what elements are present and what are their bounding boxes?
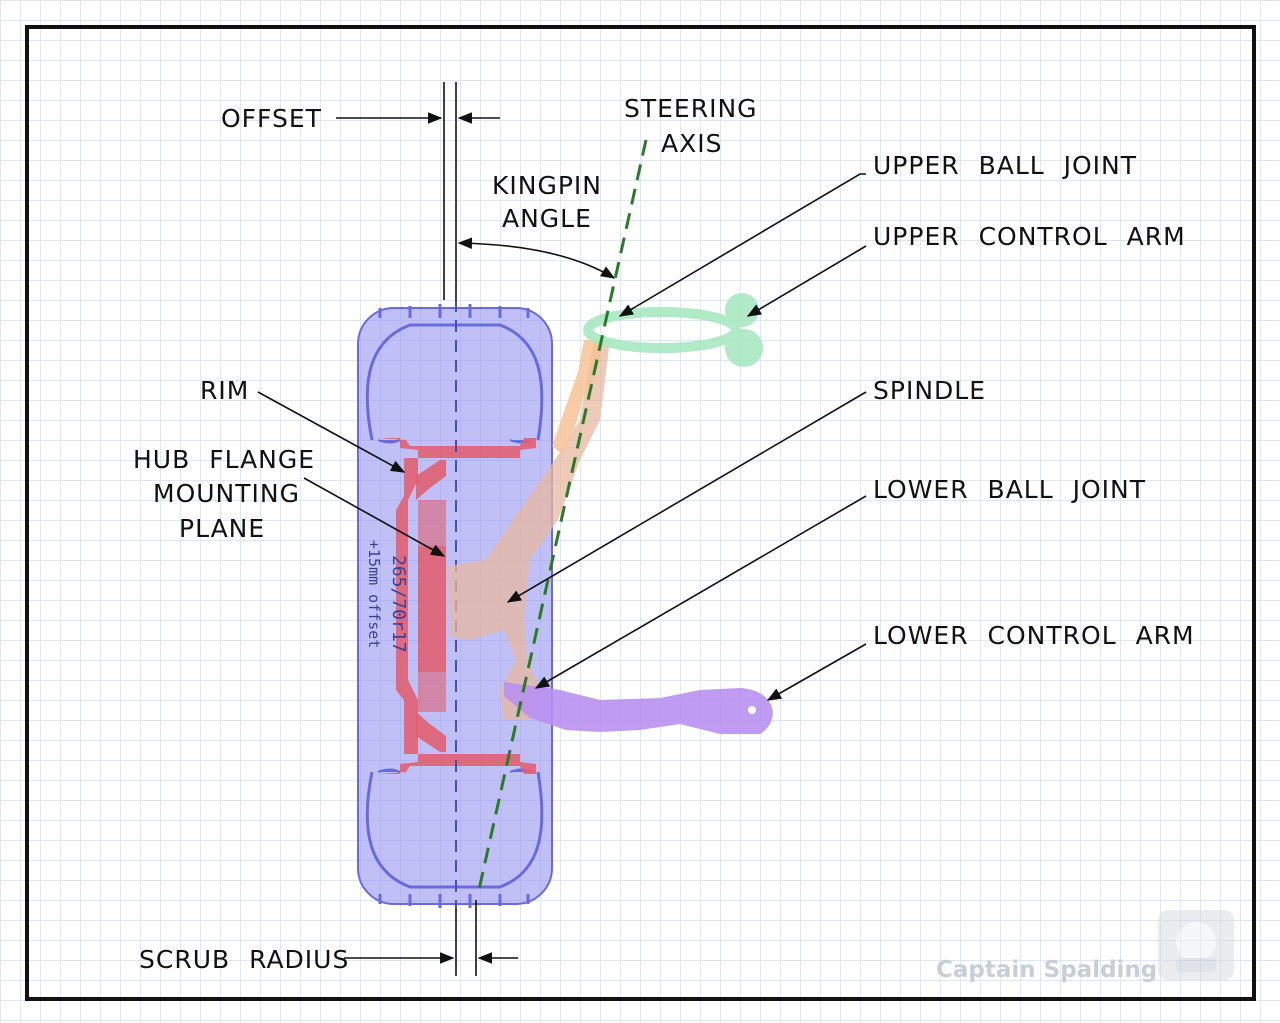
label-plane: PLANE bbox=[179, 514, 265, 543]
label-hub-flange: HUB FLANGE bbox=[133, 445, 315, 474]
label-mounting: MOUNTING bbox=[153, 479, 300, 508]
upper-control-arm bbox=[583, 293, 763, 367]
label-spindle: SPINDLE bbox=[873, 376, 986, 405]
label-axis: AXIS bbox=[661, 129, 722, 158]
arrow-upper-ball-joint bbox=[618, 173, 866, 317]
arrow-hub-flange bbox=[303, 477, 446, 557]
label-angle: ANGLE bbox=[502, 204, 592, 233]
label-upper-ball-joint: UPPER BALL JOINT bbox=[873, 151, 1137, 180]
spindle bbox=[448, 340, 610, 720]
arrow-kingpin-angle bbox=[457, 237, 616, 279]
label-kingpin: KINGPIN bbox=[492, 171, 602, 200]
label-scrub-radius: SCRUB RADIUS bbox=[139, 945, 349, 974]
arrow-lower-ball-joint bbox=[534, 495, 867, 689]
watermark-logo bbox=[1158, 910, 1234, 980]
label-lower-control-arm: LOWER CONTROL ARM bbox=[873, 621, 1195, 650]
arrow-spindle bbox=[506, 391, 867, 603]
drawing-border bbox=[25, 25, 1256, 1001]
steering-axis-line bbox=[476, 139, 648, 895]
label-lower-ball-joint: LOWER BALL JOINT bbox=[873, 475, 1146, 504]
arrow-rim bbox=[257, 391, 406, 473]
label-steering: STEERING bbox=[624, 94, 758, 123]
arrow-lower-control-arm bbox=[766, 643, 867, 701]
tyre-size-text: 265/70r17 bbox=[388, 555, 409, 653]
tyre-offset-text: +15mm offset bbox=[365, 540, 383, 648]
label-offset: OFFSET bbox=[221, 104, 322, 133]
lower-control-arm bbox=[504, 682, 773, 734]
label-rim: RIM bbox=[200, 376, 249, 405]
watermark-text: Captain Spalding bbox=[936, 957, 1157, 983]
label-upper-control-arm: UPPER CONTROL ARM bbox=[873, 222, 1186, 251]
arrow-upper-control-arm bbox=[746, 245, 867, 317]
